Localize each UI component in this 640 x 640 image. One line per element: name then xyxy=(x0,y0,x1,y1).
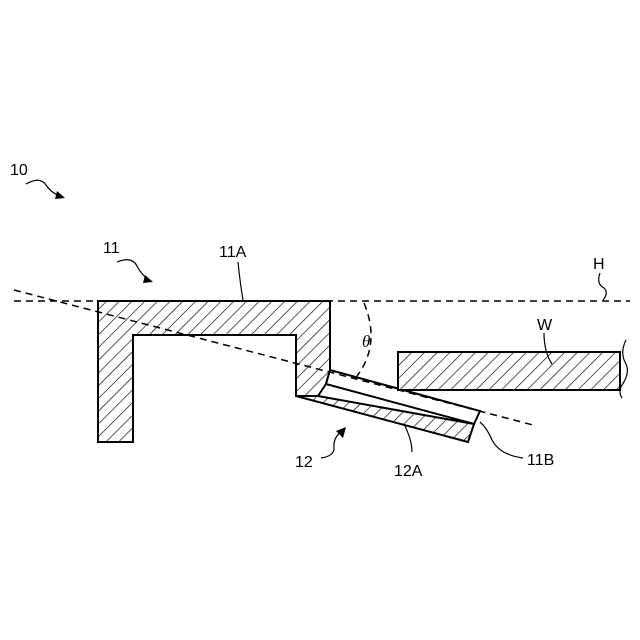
workpiece xyxy=(398,352,620,390)
leader-h xyxy=(599,273,607,300)
workpiece-break-line xyxy=(620,340,627,398)
leader-11a xyxy=(238,262,243,300)
label-12a: 12A xyxy=(394,463,423,480)
label-10: 10 xyxy=(10,162,28,179)
label-11b: 11B xyxy=(527,452,554,469)
label-w: W xyxy=(537,317,553,334)
holder-body xyxy=(98,301,330,442)
leader-11b xyxy=(480,422,523,458)
leader-12a xyxy=(404,424,412,452)
label-theta: θ xyxy=(362,332,370,351)
label-12: 12 xyxy=(295,454,313,471)
label-11: 11 xyxy=(103,240,120,257)
label-11a: 11A xyxy=(219,244,247,261)
label-h: H xyxy=(593,256,605,273)
arrowhead-10 xyxy=(55,191,65,199)
arrowhead-12 xyxy=(336,427,346,438)
